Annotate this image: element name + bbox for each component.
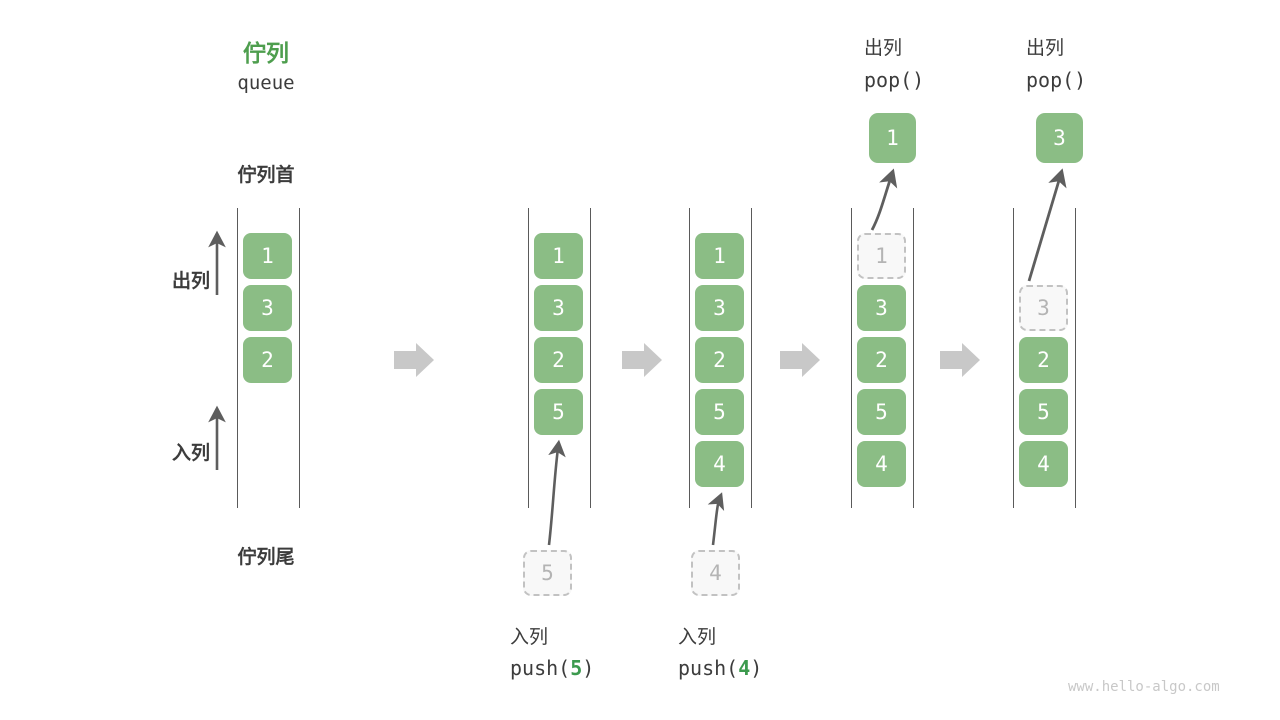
queue-head-label: 佇列首 (237, 165, 295, 186)
queue-rail-right-col1 (299, 208, 300, 508)
queue-rail-right-col4 (913, 208, 914, 508)
push-caption-cn: 入列 (510, 627, 549, 648)
watermark: www.hello-algo.com (1068, 679, 1220, 695)
push-value: 4 (738, 656, 751, 680)
queue-box: 1 (695, 233, 744, 279)
incoming-ghost-box: 4 (691, 550, 740, 596)
pop-caption-code: pop() (864, 68, 925, 92)
queue-rail-right-col5 (1075, 208, 1076, 508)
pop-caption-code: pop() (1026, 68, 1087, 92)
queue-box: 4 (1019, 441, 1068, 487)
pop-caption-cn: 出列 (1026, 38, 1065, 59)
queue-rail-left-col1 (237, 208, 238, 508)
queue-rail-right-col3 (751, 208, 752, 508)
queue-box: 3 (695, 285, 744, 331)
pop-caption-cn: 出列 (864, 38, 903, 59)
queue-box-new: 5 (534, 389, 583, 435)
queue-box: 4 (857, 441, 906, 487)
queue-box: 3 (534, 285, 583, 331)
diagram-title-cn: 佇列 (243, 40, 289, 66)
dequeue-direction-label: 出列 (171, 271, 210, 292)
step-arrow-icon (394, 343, 434, 377)
push-arrow-4-icon (707, 492, 725, 546)
removed-ghost-box: 1 (857, 233, 906, 279)
queue-box: 3 (243, 285, 292, 331)
queue-rail-left-col4 (851, 208, 852, 508)
push-caption-code: push(5) (510, 656, 595, 680)
queue-box: 5 (857, 389, 906, 435)
queue-box: 2 (695, 337, 744, 383)
push-value: 5 (570, 656, 583, 680)
queue-box: 1 (534, 233, 583, 279)
push-arrow-5-icon (547, 439, 566, 546)
removed-ghost-box: 3 (1019, 285, 1068, 331)
queue-box: 5 (1019, 389, 1068, 435)
step-arrow-icon (622, 343, 662, 377)
queue-box: 2 (243, 337, 292, 383)
pop-arrow-1-icon (870, 168, 898, 231)
popped-box: 1 (869, 113, 916, 163)
step-arrow-icon (940, 343, 980, 377)
step-arrow-icon (780, 343, 820, 377)
queue-box: 2 (1019, 337, 1068, 383)
popped-box: 3 (1036, 113, 1083, 163)
enqueue-direction-label: 入列 (171, 443, 210, 464)
queue-rail-left-col3 (689, 208, 690, 508)
pop-arrow-3-icon (1027, 168, 1067, 282)
queue-box: 3 (857, 285, 906, 331)
incoming-ghost-box: 5 (523, 550, 572, 596)
queue-rail-right-col2 (590, 208, 591, 508)
queue-rail-left-col5 (1013, 208, 1014, 508)
queue-box: 5 (695, 389, 744, 435)
queue-box: 2 (534, 337, 583, 383)
queue-tail-label: 佇列尾 (237, 547, 295, 568)
push-caption-code: push(4) (678, 656, 763, 680)
queue-box: 2 (857, 337, 906, 383)
queue-rail-left-col2 (528, 208, 529, 508)
diagram-title-code: queue (237, 72, 295, 94)
queue-box: 1 (243, 233, 292, 279)
push-caption-cn: 入列 (678, 627, 717, 648)
queue-box-new: 4 (695, 441, 744, 487)
